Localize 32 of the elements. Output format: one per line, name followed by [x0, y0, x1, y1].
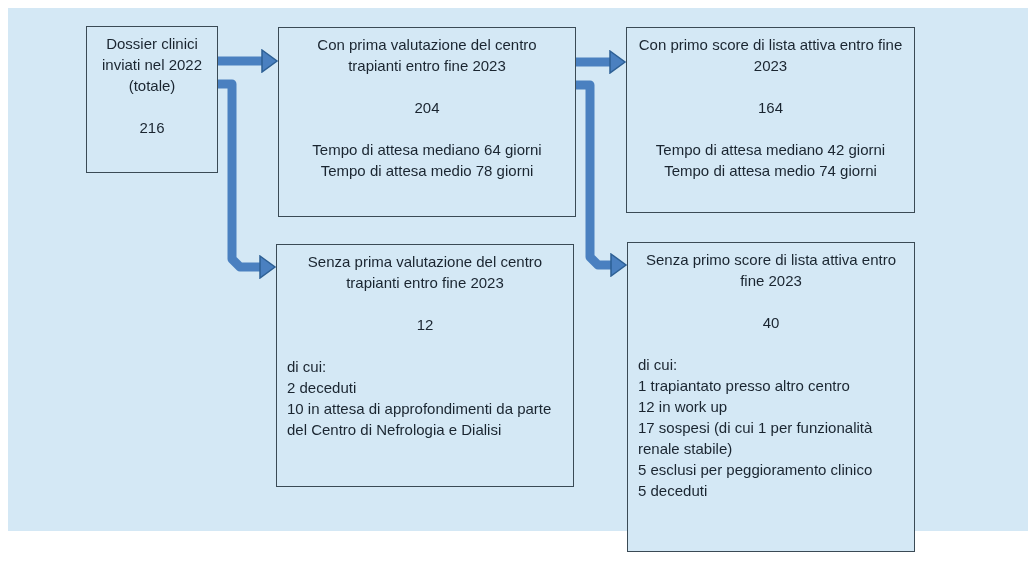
arrow — [576, 80, 627, 277]
box-text: di cui: — [287, 357, 328, 377]
arrow — [218, 49, 278, 73]
box-text: Tempo di attesa medio 74 giorni — [663, 161, 878, 181]
process-box — [627, 242, 915, 552]
arrow — [576, 50, 626, 74]
process-box — [626, 27, 915, 213]
count-text: 216 — [138, 118, 166, 138]
box-heading: Senza primo score di lista attiva entro fine 2023 — [644, 250, 898, 291]
count-text: 204 — [413, 98, 441, 118]
process-box — [276, 244, 574, 487]
arrow — [218, 79, 276, 279]
box-text: 2 deceduti — [287, 378, 358, 398]
box-text: di cui: — [638, 355, 679, 375]
box-text: 5 esclusi per peggioramento clinico — [638, 460, 874, 480]
box-heading: Con prima valutazione del centro trapianti entro fine 2023 — [316, 35, 538, 76]
box-text: Tempo di attesa mediano 64 giorni — [311, 140, 543, 160]
box-text: 5 deceduti — [638, 481, 709, 501]
box-heading: Dossier clinici inviati nel 2022 (totale) — [100, 34, 204, 96]
box-text: 12 in work up — [638, 397, 729, 417]
count-text: 12 — [415, 315, 435, 335]
box-heading: Con primo score di lista attiva entro fine 2023 — [637, 35, 904, 76]
box-text: 1 trapiantato presso altro centro — [638, 376, 851, 396]
box-text: 17 sospesi (di cui 1 per funzionalità renale stabile) — [638, 418, 874, 459]
count-text: 164 — [757, 98, 784, 118]
box-text: 10 in attesa di approfondimenti da parte del Centro di Nefrologia e Dialisi — [287, 399, 553, 440]
process-box — [86, 26, 218, 173]
process-box — [278, 27, 576, 217]
box-text: Tempo di attesa mediano 42 giorni — [654, 140, 887, 160]
box-heading: Senza prima valutazione del centro trapianti entro fine 2023 — [306, 252, 544, 293]
count-text: 40 — [761, 313, 781, 333]
box-text: Tempo di attesa medio 78 giorni — [319, 161, 535, 181]
